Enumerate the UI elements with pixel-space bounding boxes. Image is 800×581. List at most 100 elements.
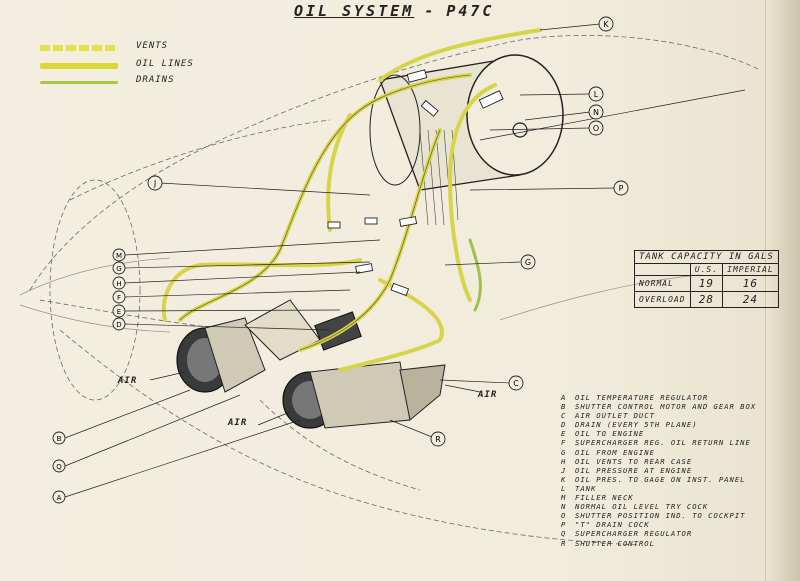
key-letter: D <box>561 420 567 430</box>
key-text: OIL TO ENGINE <box>575 429 645 439</box>
callout-d: D <box>112 317 126 331</box>
svg-text:P: P <box>619 184 624 193</box>
title-main: OIL SYSTEM <box>294 2 415 20</box>
key-letter: R <box>561 538 567 548</box>
key-text: OIL TEMPERATURE REGULATOR <box>575 393 709 402</box>
key-letter: E <box>561 429 567 439</box>
key-text: SHUTTER CONTROL <box>575 538 655 548</box>
key-text: TANK <box>575 483 597 493</box>
key-letter: A <box>561 393 567 402</box>
tank-row-imperial: 24 <box>722 291 779 308</box>
callout-p: P <box>613 180 629 196</box>
key-row: F SUPERCHARGER REG. OIL RETURN LINE <box>561 438 756 447</box>
key-row: P"T" DRAIN COCK <box>561 520 756 529</box>
svg-text:J: J <box>153 179 156 188</box>
legend-label-oil-lines: OIL LINES <box>136 59 194 69</box>
key-row: D DRAIN (EVERY 5TH PLANE) <box>561 420 756 429</box>
tank-row-label: OVERLOAD <box>634 291 691 308</box>
key-row: N NORMAL OIL LEVEL TRY COCK <box>561 502 756 511</box>
svg-text:N: N <box>593 108 599 117</box>
callout-l: L <box>588 86 604 102</box>
tank-row-label: NORMAL <box>634 275 691 292</box>
callout-a: A <box>52 490 66 504</box>
key-text: SUPERCHARGER REGULATOR <box>575 529 693 539</box>
key-letter: B <box>561 402 567 412</box>
tank-table-header-imperial: IMPERIAL <box>722 263 779 276</box>
key-letter: N <box>561 502 567 512</box>
key-letter: P <box>561 520 567 530</box>
leader-lines <box>64 23 746 498</box>
tank-row-imperial: 16 <box>722 275 779 292</box>
legend-swatch-drains <box>40 81 118 84</box>
svg-text:D: D <box>116 321 121 329</box>
svg-text:H: H <box>116 280 121 288</box>
callout-j: J <box>147 175 163 191</box>
callout-q: Q <box>52 459 66 473</box>
legend-swatch-oil-lines <box>40 63 118 69</box>
fittings <box>327 69 504 297</box>
key-row: B SHUTTER CONTROL MOTOR AND GEAR BOX <box>561 402 756 411</box>
air-label-left: AIR <box>118 376 138 386</box>
key-text: SHUTTER CONTROL MOTOR AND GEAR BOX <box>575 402 757 412</box>
tank-table-header-us: U.S. <box>689 263 724 276</box>
title-separator: - <box>424 2 437 20</box>
diagram-title: OIL SYSTEM-P47C <box>294 2 494 20</box>
legend-swatch-vents <box>40 45 118 51</box>
key-text: SHUTTER POSITION IND. TO COCKPIT <box>575 511 746 521</box>
svg-text:R: R <box>435 435 441 444</box>
tank-table-caption: TANK CAPACITY IN GALS <box>634 250 779 264</box>
key-letter: O <box>561 511 567 521</box>
component-key: A OIL TEMPERATURE REGULATOR B SHUTTER CONT… <box>561 393 756 548</box>
callout-r: R <box>430 431 446 447</box>
key-text: SUPERCHARGER REG. OIL RETURN LINE <box>575 438 751 448</box>
key-letter: G <box>561 447 567 457</box>
key-text: OIL PRES. TO GAGE ON INST. PANEL <box>575 474 746 484</box>
key-letter: C <box>561 411 567 421</box>
tank-row-us: 28 <box>689 291 724 308</box>
key-row: O SHUTTER POSITION IND. TO COCKPIT <box>561 511 756 520</box>
key-text: NORMAL OIL LEVEL TRY COCK <box>575 502 709 512</box>
key-text: DRAIN (EVERY 5TH PLANE) <box>575 420 698 430</box>
tank-row-us: 19 <box>689 275 724 292</box>
svg-text:Q: Q <box>56 463 62 471</box>
oil-cooler-right <box>282 361 446 429</box>
svg-text:M: M <box>116 252 122 260</box>
svg-text:K: K <box>603 20 609 29</box>
oil-cooler-left <box>176 317 266 393</box>
key-letter: Q <box>561 529 567 539</box>
tank-table-header-blank <box>634 263 691 276</box>
key-text: OIL PRESSURE AT ENGINE <box>575 465 693 475</box>
key-row: E OIL TO ENGINE <box>561 429 756 438</box>
callout-g-top: G <box>520 254 536 270</box>
key-row: J OIL PRESSURE AT ENGINE <box>561 466 756 475</box>
callout-n: N <box>588 104 604 120</box>
tank-table-header-row: U.S. IMPERIAL <box>634 263 779 276</box>
callout-g: G <box>112 261 126 275</box>
key-text: OIL FROM ENGINE <box>575 447 655 457</box>
callout-k: K <box>598 16 614 32</box>
svg-text:F: F <box>117 294 121 302</box>
key-row: R SHUTTER CONTROL <box>561 539 756 548</box>
key-row: Q SUPERCHARGER REGULATOR <box>561 529 756 538</box>
callout-o: O <box>588 120 604 136</box>
key-letter: F <box>561 438 567 448</box>
callout-c: C <box>508 375 524 391</box>
svg-text:O: O <box>593 124 599 133</box>
oil-tank <box>369 54 564 226</box>
callout-e: E <box>112 304 126 318</box>
svg-text:E: E <box>117 308 121 316</box>
air-label-center: AIR <box>228 418 248 428</box>
key-row: A OIL TEMPERATURE REGULATOR <box>561 393 756 402</box>
key-letter: J <box>561 465 567 475</box>
key-letter: L <box>561 483 567 493</box>
air-label-right: AIR <box>478 390 498 400</box>
key-row: L TANK <box>561 484 756 493</box>
title-model: P47C <box>446 2 495 20</box>
tank-capacity-table: TANK CAPACITY IN GALS U.S. IMPERIAL NORM… <box>634 250 779 308</box>
callout-markers: K L N O P J G M G H F E D C R B Q A <box>52 16 629 504</box>
tank-table-caption-row: TANK CAPACITY IN GALS <box>634 250 779 264</box>
